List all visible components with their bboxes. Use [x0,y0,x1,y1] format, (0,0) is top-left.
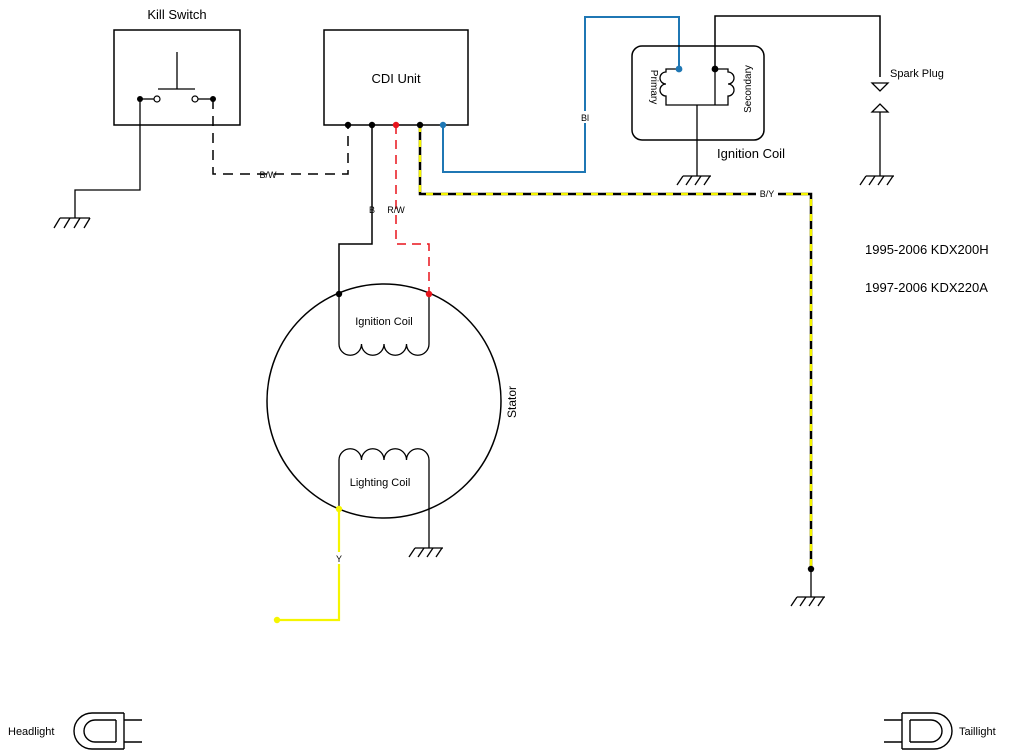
wire-b-label: B [369,205,375,215]
ignition-coil: Ignition Coil Primary Secondary [631,45,785,186]
taillight: Taillight [884,712,996,750]
ground-lighting-coil-icon [408,547,443,558]
kill-switch-label: Kill Switch [147,7,206,22]
ground-ignition-coil-icon [676,175,711,186]
ground-kill-switch-icon [53,217,91,229]
taillight-label: Taillight [959,726,996,738]
kill-switch: Kill Switch B/W [53,7,349,229]
stator-circle [266,283,502,519]
headlight-bulb-icon [73,712,142,750]
lighting-coil-label: Lighting Coil [350,477,411,489]
stator-label: Stator [505,386,519,418]
spark-plug-label: Spark Plug [890,68,944,80]
wire-rw [395,125,430,294]
model-kdx220a: 1997-2006 KDX220A [865,280,988,295]
cdi-unit: CDI Unit [323,29,469,126]
wire-by [418,125,813,569]
taillight-bulb-icon [884,712,953,750]
wire-rw-label: R/W [387,205,405,215]
ignition-coil-box [631,45,765,141]
wire-y [277,509,341,622]
ground-frame-icon [790,596,825,607]
ignition-coil-label: Ignition Coil [717,146,785,161]
spark-plug: Spark Plug [859,68,944,186]
kill-switch-box [113,29,241,126]
ground-spark-plug-icon [859,175,894,186]
cdi-unit-label: CDI Unit [371,71,421,86]
primary-label: Primary [648,70,659,104]
wire-bw [212,99,349,175]
headlight-label: Headlight [8,726,54,738]
headlight: Headlight [8,712,142,750]
stator-ignition-coil-label: Ignition Coil [355,316,412,328]
model-kdx200h: 1995-2006 KDX200H [865,242,989,257]
wire-y-label: Y [336,554,342,564]
wire-by-label: B/Y [760,189,775,199]
wire-bw-label: B/W [260,170,278,180]
wire-b [338,125,373,294]
stator: Stator Ignition Coil Lighting Coil [266,283,519,558]
secondary-label: Secondary [743,65,754,113]
wire-bl-label: Bl [581,113,589,123]
wire-bl [442,16,680,173]
